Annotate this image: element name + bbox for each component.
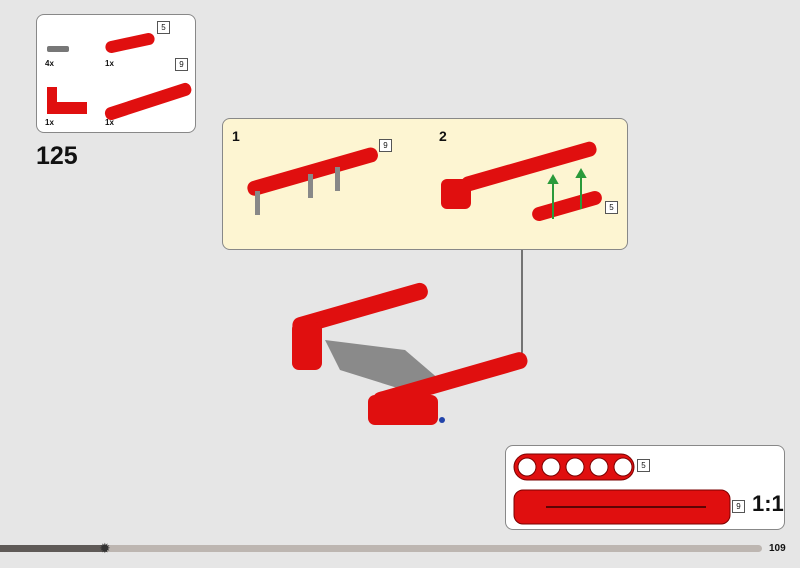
substep-number: 1 bbox=[232, 128, 240, 144]
parts-list-panel: 4x 1x 5 1x 1x 9 bbox=[36, 14, 196, 133]
progress-fill bbox=[0, 545, 107, 552]
beam-9-icon bbox=[104, 82, 192, 121]
scale-ratio: 1:1 bbox=[752, 491, 784, 516]
substep-illustration bbox=[247, 141, 602, 221]
length-badge: 9 bbox=[379, 139, 392, 152]
substeps-panel: 1 9 2 5 bbox=[222, 118, 628, 250]
progress-bar bbox=[0, 545, 762, 552]
progress-marker-icon: ✹ bbox=[99, 540, 111, 556]
length-badge: 5 bbox=[637, 459, 650, 472]
scale-beams bbox=[513, 453, 731, 525]
length-badge: 5 bbox=[157, 21, 170, 34]
qty-pin: 4x bbox=[45, 59, 54, 68]
length-badge: 9 bbox=[732, 500, 745, 513]
length-badge: 9 bbox=[175, 58, 188, 71]
beam-5-icon bbox=[105, 33, 155, 53]
qty-beam-5: 1x bbox=[105, 59, 114, 68]
length-badge: 5 bbox=[605, 201, 618, 214]
l-beam-icon bbox=[47, 87, 87, 114]
scale-reference-panel: 5 9 bbox=[505, 445, 785, 530]
qty-l-beam: 1x bbox=[45, 118, 54, 127]
pin-icon bbox=[47, 46, 69, 52]
step-number: 125 bbox=[36, 142, 78, 170]
substep-number: 2 bbox=[439, 128, 447, 144]
parts-illustration bbox=[47, 33, 192, 121]
page-number: 109 bbox=[769, 543, 786, 554]
qty-beam-9: 1x bbox=[105, 118, 114, 127]
